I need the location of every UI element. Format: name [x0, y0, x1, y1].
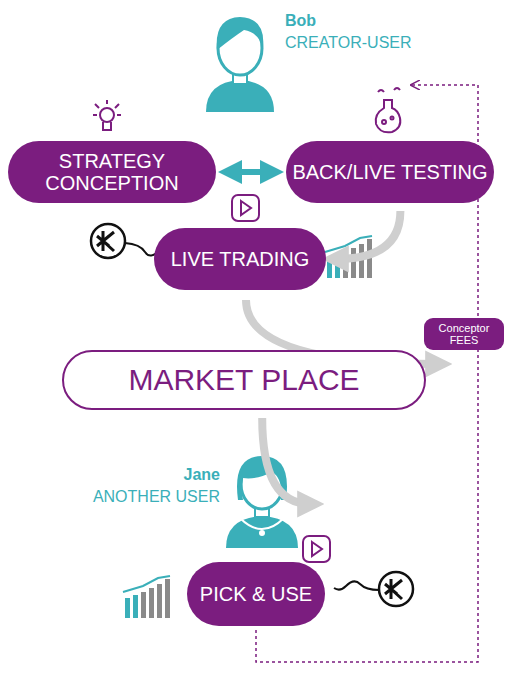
- market-place-box: MARKET PLACE: [62, 350, 426, 410]
- connector: [336, 211, 400, 259]
- play-icon: [232, 195, 259, 221]
- node-text: CREATOR-USER: [285, 32, 406, 54]
- node-text: LIVE TRADING: [171, 248, 310, 270]
- edge-label: Conceptor FEES: [424, 318, 504, 350]
- person-name: Jane: [54, 464, 220, 486]
- process-pill: PICK & USE: [187, 562, 325, 626]
- plug-icon: [334, 572, 413, 606]
- person-name: Bob: [285, 10, 406, 32]
- flask-icon: [376, 88, 401, 132]
- connector: [230, 169, 272, 175]
- bar-chart: [123, 576, 170, 618]
- bob-figure: [206, 17, 274, 112]
- node-text: STRATEGY CONCEPTION: [8, 150, 216, 194]
- process-pill: BACK/LIVE TESTING: [286, 141, 494, 203]
- process-pill: LIVE TRADING: [154, 228, 326, 290]
- play-icon: [303, 536, 330, 562]
- node-text: ANOTHER USER: [54, 486, 220, 508]
- bulb-icon: [93, 100, 121, 130]
- creator-user: BobCREATOR-USER: [205, 10, 406, 110]
- node-text: MARKET PLACE: [128, 363, 359, 397]
- node-text: BACK/LIVE TESTING: [292, 161, 487, 183]
- process-pill: STRATEGY CONCEPTION: [8, 141, 216, 203]
- connector: [262, 418, 310, 504]
- another-user: JaneANOTHER USER: [54, 460, 300, 548]
- node-text: PICK & USE: [200, 583, 312, 605]
